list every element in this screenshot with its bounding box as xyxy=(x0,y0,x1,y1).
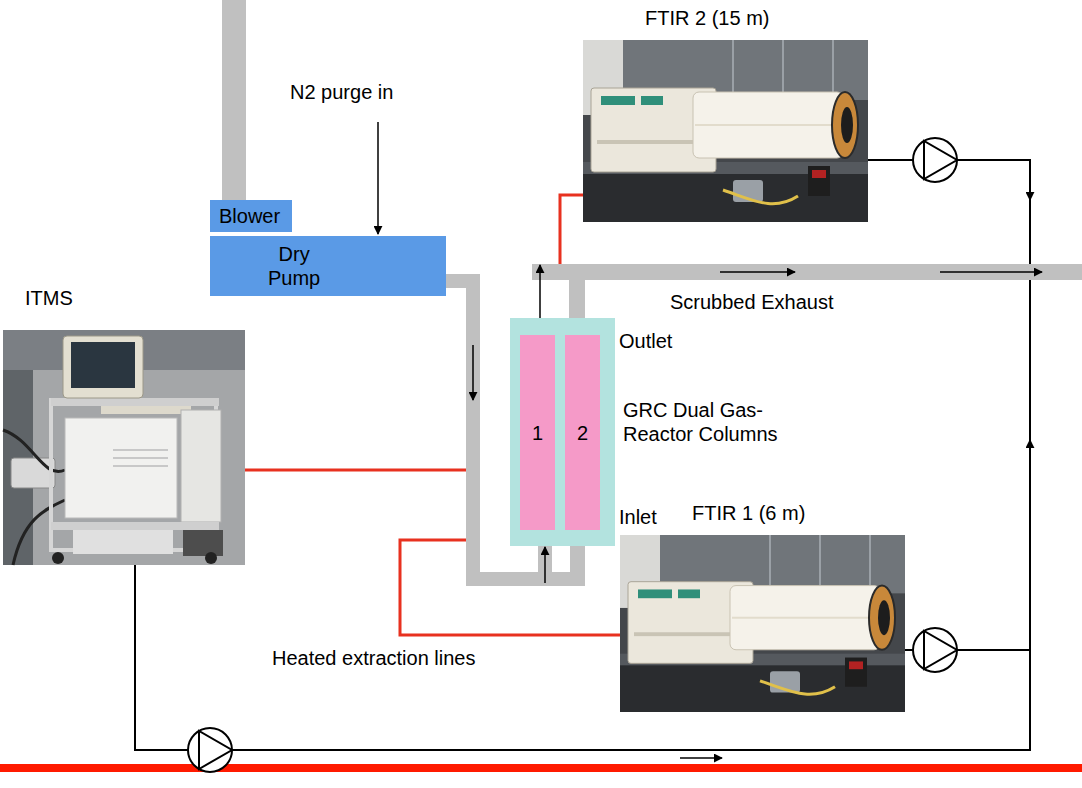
cart-shelf xyxy=(51,398,219,406)
flow-arrow xyxy=(1029,440,1031,490)
cell-window xyxy=(878,600,890,635)
cable xyxy=(723,190,798,204)
flow-label: N2 purge in xyxy=(290,80,393,104)
pump-box: Dry Pump xyxy=(210,236,446,296)
gas-cell xyxy=(693,92,843,158)
pump-symbol xyxy=(199,731,232,769)
rack-line xyxy=(732,40,734,95)
box-label: Dry Pump xyxy=(268,242,320,290)
flow-arrow xyxy=(1029,165,1031,200)
detector xyxy=(808,166,830,196)
cable xyxy=(3,430,65,472)
rack-line xyxy=(782,40,784,95)
instrument-node: FTIR 1 (6 m) xyxy=(620,535,905,712)
flow-label: Heated extraction lines xyxy=(272,646,475,670)
inlet-device xyxy=(11,458,55,488)
flow-label: Inlet xyxy=(619,505,657,529)
instrument-node: FTIR 2 (15 m) xyxy=(583,40,868,222)
sample-line xyxy=(957,649,1030,651)
photo-ground xyxy=(583,40,868,222)
flow-label: Outlet xyxy=(619,329,672,353)
sample-line xyxy=(232,280,1030,750)
heated-line xyxy=(400,540,620,635)
detector xyxy=(845,658,867,687)
photo-ground xyxy=(620,535,905,712)
sample-line xyxy=(135,565,188,750)
rack-line xyxy=(869,535,871,588)
instrument-node: ITMS xyxy=(3,330,245,565)
node-heading: FTIR 1 (6 m) xyxy=(692,501,805,525)
rack-line xyxy=(832,40,834,95)
pump-symbol xyxy=(924,141,957,179)
detector-label xyxy=(812,170,826,178)
reactor-housing: GRC Dual Gas- Reactor Columns12 xyxy=(510,318,615,546)
sample-line xyxy=(868,159,913,161)
computer-case xyxy=(181,410,221,522)
flow-arrow xyxy=(544,547,546,583)
rack-line xyxy=(819,535,821,588)
cell-flange xyxy=(832,92,858,158)
node-heading: ITMS xyxy=(25,286,73,310)
monitor-screen xyxy=(71,342,135,388)
cell-window xyxy=(841,107,853,143)
node-heading: GRC Dual Gas- Reactor Columns xyxy=(623,398,803,446)
pump-symbol xyxy=(913,628,957,672)
cart-shelf xyxy=(51,522,219,530)
gas-cell xyxy=(730,586,880,650)
flow-arrow xyxy=(940,271,1042,273)
flow-arrow xyxy=(720,271,795,273)
gas-cell-seam xyxy=(695,124,841,126)
sample-line xyxy=(905,649,913,651)
wheel xyxy=(52,552,64,564)
vent-line xyxy=(113,457,168,459)
monitor xyxy=(63,336,143,398)
lower-box xyxy=(73,530,173,554)
column-number: 2 xyxy=(577,421,588,445)
photo-ground xyxy=(3,330,245,565)
exhaust-stack xyxy=(222,0,246,201)
flow-label: Scrubbed Exhaust xyxy=(670,290,833,314)
rack-line xyxy=(769,535,771,588)
cable xyxy=(760,681,835,694)
cable xyxy=(13,500,65,565)
heated-line xyxy=(560,195,583,264)
display xyxy=(641,96,663,105)
display xyxy=(601,96,635,105)
panel-strip xyxy=(597,140,707,144)
exhaust-pipe xyxy=(532,264,1082,280)
itms-photo xyxy=(3,330,245,565)
reactor-column: 1 xyxy=(520,335,555,530)
flow-arrow xyxy=(539,265,541,318)
pump-symbol xyxy=(924,631,957,669)
purge-arrow xyxy=(377,122,379,234)
pump-symbol xyxy=(913,138,957,182)
vacuum-pump xyxy=(183,530,223,556)
wheel xyxy=(205,552,217,564)
box-label: Blower xyxy=(219,204,280,228)
ftir-photo xyxy=(583,40,868,222)
pump-symbol xyxy=(188,728,232,772)
heated-line xyxy=(245,469,466,472)
sample-line xyxy=(957,160,1030,264)
ftir-photo xyxy=(620,535,905,712)
detector-label xyxy=(849,661,863,669)
flow-arrow xyxy=(472,345,474,400)
floor-line xyxy=(0,764,1082,772)
vent-line xyxy=(113,465,168,467)
cell-flange xyxy=(869,586,895,650)
gas-cell-seam xyxy=(732,617,878,619)
node-heading: FTIR 2 (15 m) xyxy=(645,6,769,30)
spectrometer-case xyxy=(65,418,177,518)
reactor-column: 2 xyxy=(565,335,600,530)
pump-box: Blower xyxy=(210,200,292,232)
display xyxy=(678,589,700,598)
flow-arrow xyxy=(680,757,722,759)
panel-strip xyxy=(634,632,744,636)
outlet-pipe xyxy=(569,264,585,319)
display xyxy=(638,589,672,598)
vent-line xyxy=(113,449,168,451)
keyboard xyxy=(101,406,191,414)
column-number: 1 xyxy=(532,421,543,445)
inlet-pipe xyxy=(570,545,585,586)
